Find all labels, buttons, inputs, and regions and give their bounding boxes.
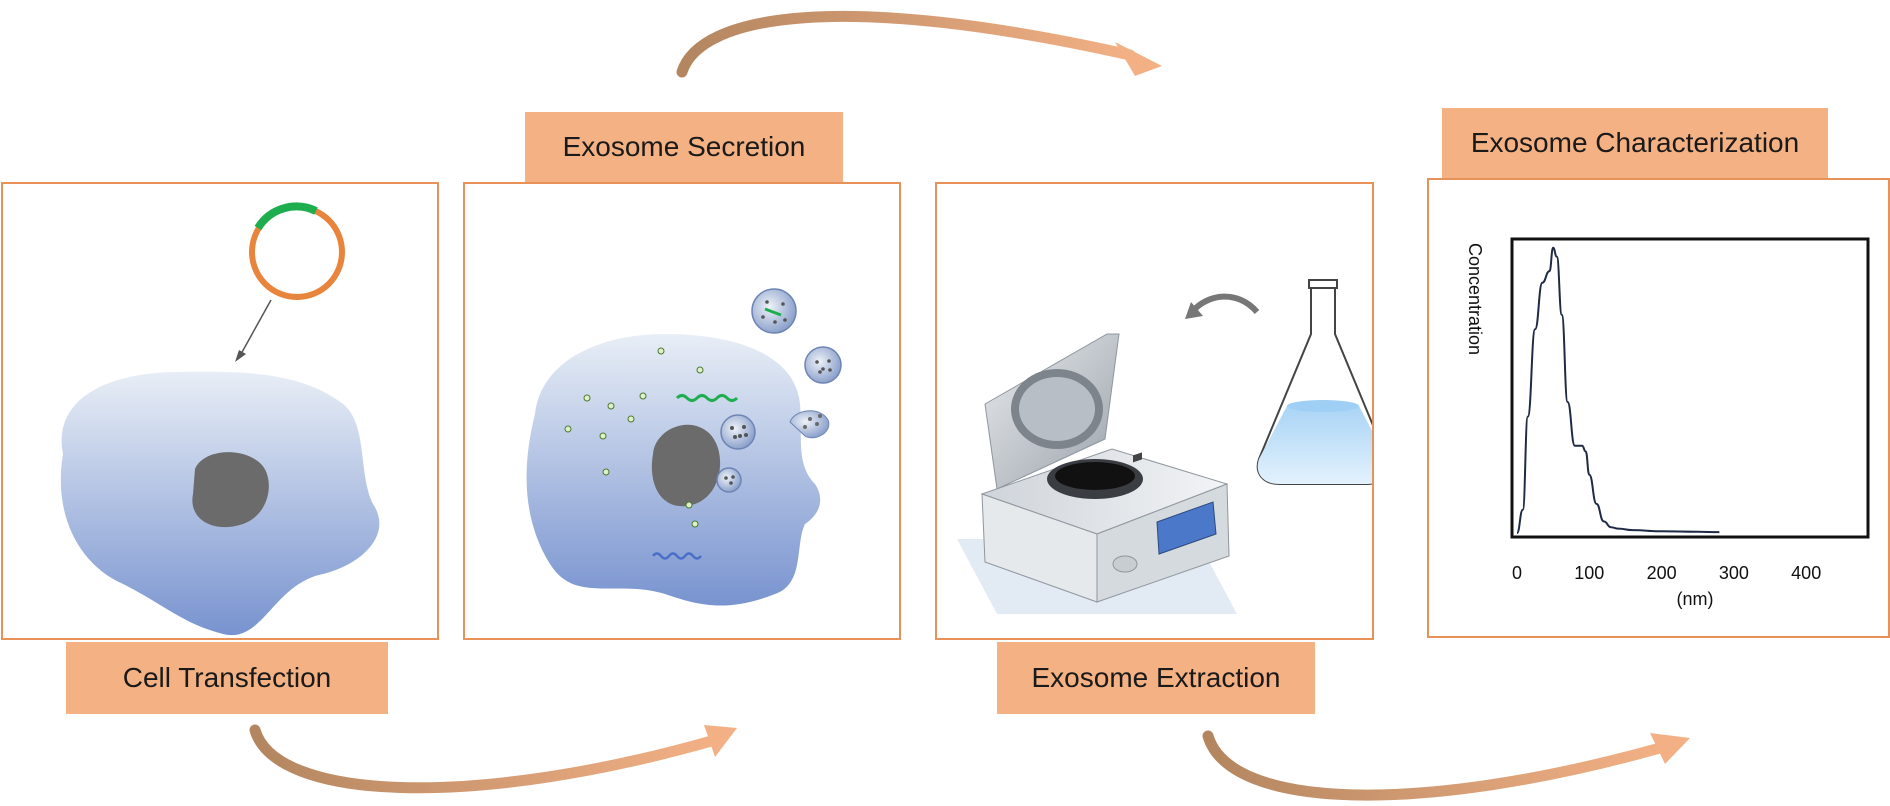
mrna-green-icon	[675, 394, 739, 402]
nucleus-icon	[192, 452, 269, 528]
green-dots	[564, 347, 704, 528]
size-distribution-chart: Concentration 0 100 200 300 400 (nm)	[1465, 237, 1870, 609]
x-tick-label: 400	[1791, 563, 1821, 583]
x-tick-label: 100	[1574, 563, 1604, 583]
vesicle-icons	[716, 414, 756, 493]
budding-exosome-icon	[789, 410, 830, 439]
step-label-exosome-characterization: Exosome Characterization	[1442, 108, 1828, 178]
x-tick-label: 200	[1647, 563, 1677, 583]
arrow-down-icon	[235, 299, 272, 362]
panel-cell-transfection: Cell Transfection	[1, 182, 439, 714]
x-tick-label: 0	[1512, 563, 1522, 583]
flask-icon	[1256, 279, 1390, 485]
cell-transfection-illustration	[60, 202, 380, 636]
exosome-icon	[751, 288, 842, 384]
mrna-blue-icon	[652, 552, 702, 560]
panel-exosome-characterization: Concentration 0 100 200 300 400 (nm)	[1427, 178, 1890, 638]
y-axis-label: Concentration	[1465, 243, 1485, 355]
step-label-exosome-secretion: Exosome Secretion	[525, 112, 843, 182]
arrow-bottom-left	[249, 724, 737, 794]
chart-frame	[1510, 237, 1870, 539]
rotate-arrow-icon	[1185, 293, 1260, 319]
plasmid-icon	[249, 202, 345, 300]
panel-exosome-extraction: Exosome Extraction	[935, 182, 1390, 714]
nucleus-icon	[651, 424, 721, 507]
x-tick-labels: 0 100 200 300 400	[1512, 563, 1821, 583]
arrow-bottom-right	[1202, 730, 1690, 801]
step-label-exosome-extraction: Exosome Extraction	[997, 642, 1315, 714]
panel-exosome-secretion	[463, 182, 901, 640]
exosome-extraction-illustration	[957, 279, 1390, 614]
x-axis-label: (nm)	[1677, 589, 1714, 609]
step-label-cell-transfection: Cell Transfection	[66, 642, 388, 714]
centrifuge-icon	[957, 333, 1237, 614]
arrow-top	[676, 10, 1162, 78]
x-tick-label: 300	[1719, 563, 1749, 583]
series-line	[1516, 246, 1720, 534]
exosome-secretion-illustration	[526, 288, 842, 606]
